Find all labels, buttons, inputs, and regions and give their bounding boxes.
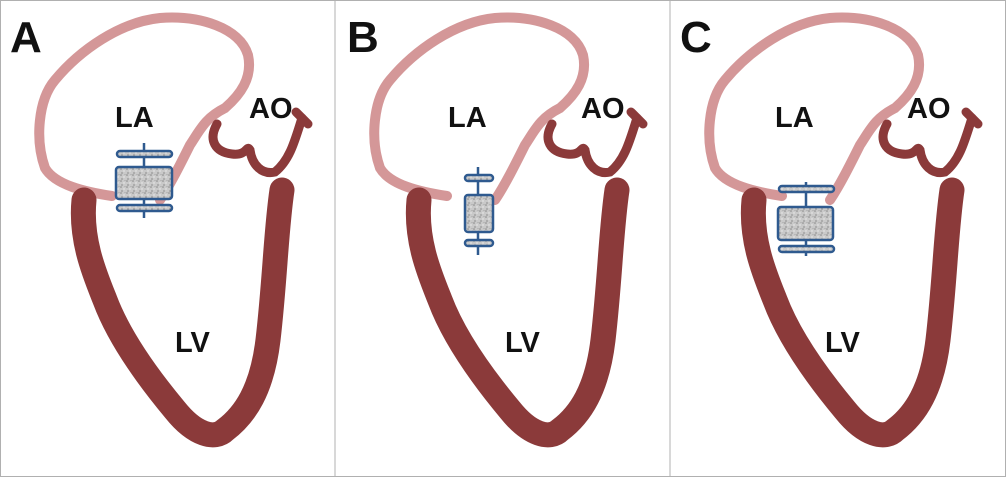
occluder-device: [463, 167, 495, 255]
panel-label: A: [10, 13, 42, 62]
label-aorta: AO: [581, 93, 625, 125]
label-left-ventricle: LV: [825, 327, 861, 359]
label-aorta: AO: [907, 93, 951, 125]
label-left-atrium: LA: [115, 102, 154, 134]
label-left-ventricle: LV: [175, 327, 211, 359]
label-aorta: AO: [249, 93, 293, 125]
heart-illustration: [39, 18, 308, 435]
panel-label: B: [347, 13, 379, 62]
label-left-ventricle: LV: [505, 327, 541, 359]
heart-illustration: [709, 18, 978, 435]
heart-illustration: [374, 18, 643, 435]
panel-a: A LA AO LV: [10, 13, 308, 435]
occluder-device: [114, 143, 174, 218]
panel-b: B LA AO LV: [347, 13, 643, 435]
occluder-device: [776, 182, 836, 256]
label-left-atrium: LA: [775, 102, 814, 134]
label-left-atrium: LA: [448, 102, 487, 134]
panel-label: C: [680, 13, 712, 62]
panel-c: C LA AO LV: [680, 13, 978, 435]
